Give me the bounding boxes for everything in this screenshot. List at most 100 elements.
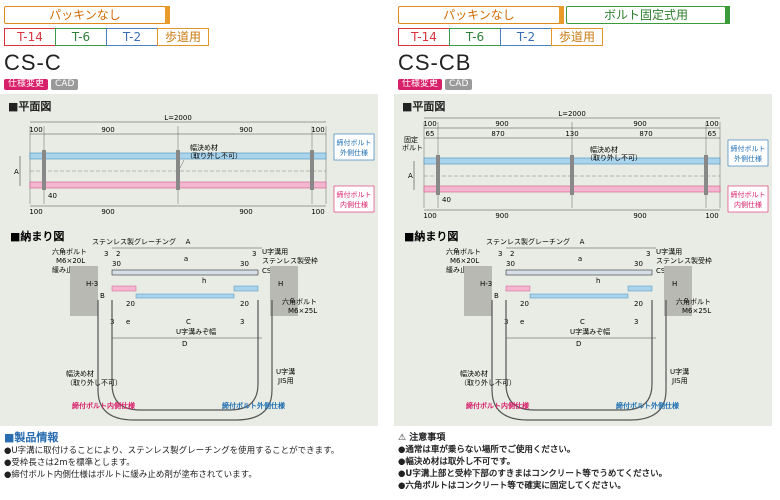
int-label-2: 内側仕様 <box>734 200 762 209</box>
load-t6: T-6 <box>449 28 501 46</box>
sec-n20: 20 <box>126 300 135 308</box>
plan-dim-top-4: 100 <box>705 120 718 128</box>
plan-note-1: 幅決め材 <box>590 145 618 154</box>
sec-n2: 2 <box>116 250 120 258</box>
plan-side-label: A <box>408 172 413 180</box>
sec-dim-c: C <box>580 318 585 326</box>
sec-n2: 2 <box>510 250 514 258</box>
sec-ditch-2: JIS用 <box>671 377 688 385</box>
cad-chip[interactable]: CAD <box>445 79 473 90</box>
product-panel-cs-c: パッキンなし T-14 T-6 T-2 歩道用 CS-C 仕様変更 CAD ■平… <box>0 0 386 500</box>
sec-bolt-2: M6×20L <box>450 257 479 265</box>
sec-width-mat-1: 幅決め材 <box>460 369 488 378</box>
sec-grating-label: ステンレス製グレーチング <box>486 237 570 246</box>
sec-bolt-r2: M6×25L <box>682 307 711 315</box>
sec-n3d: 3 <box>240 318 244 326</box>
sec-dim-a2: a <box>578 255 582 263</box>
product-info-title: ■製品情報 <box>4 431 59 444</box>
plan-side-label: A <box>14 168 19 176</box>
model-name: CS-CB <box>398 50 472 75</box>
sec-dim-d: D <box>576 340 581 348</box>
sec-ditch-1: U字溝 <box>670 367 689 376</box>
warning-icon: ⚠ <box>398 433 407 443</box>
sec-n30a: 30 <box>506 260 515 268</box>
drawing-svg: L=2000 100 900 900 100 A 幅決め材 <box>10 114 375 421</box>
plan-view-title: ■平面図 <box>402 100 446 113</box>
spec-change-chip[interactable]: 仕様変更 <box>4 79 49 90</box>
sec-receiver-1: U字溝用 <box>656 247 682 256</box>
sec-dim-b: B <box>494 292 499 300</box>
sec-bolt-1: 六角ボルト <box>52 247 87 256</box>
sec-n3b: 3 <box>646 250 650 258</box>
ext-label-2: 外側仕様 <box>340 148 368 157</box>
section-view: ■納まり図 ステンレス製グレーチング A a U字溝用 ステンレス製受枠 CS-… <box>10 229 318 421</box>
sec-n3: 3 <box>104 250 108 258</box>
load-t14: T-14 <box>4 28 56 46</box>
plan-dim-bot-2: 900 <box>495 212 508 220</box>
info-line: ●U字溝に取付けることにより、ステンレス製グレーチングを使用することができます。 <box>4 446 340 456</box>
plan-dim-top-1: 100 <box>423 120 436 128</box>
sec-n20: 20 <box>520 300 529 308</box>
sec-dim-e: e <box>126 318 130 326</box>
plan-total-length: L=2000 <box>558 110 586 118</box>
load-t2: T-2 <box>500 28 552 46</box>
plan-view-title: ■平面図 <box>8 100 52 113</box>
sec-dim-c: C <box>186 318 191 326</box>
plan-dim-top-1: 100 <box>29 126 42 134</box>
sec-ext-spec: 締付ボルト外側仕様 <box>222 401 286 410</box>
sec-dim-h: h <box>202 277 206 285</box>
chip-row: 仕様変更 CAD <box>398 79 473 90</box>
cad-chip[interactable]: CAD <box>51 79 79 90</box>
sec-dim-b: B <box>100 292 105 300</box>
plan-note-1: 幅決め材 <box>190 143 218 152</box>
spec-change-chip[interactable]: 仕様変更 <box>398 79 443 90</box>
int-label-1: 締付ボルト <box>337 190 372 199</box>
sec-receiver-2: ステンレス製受枠 <box>262 256 318 265</box>
sec-int-spec: 締付ボルト内側仕様 <box>72 401 136 410</box>
plan-fix-1: 固定 <box>404 135 418 144</box>
caution-notes: ⚠ 注意事項 ●通常は車が乗らない場所でご使用ください。 ●幅決め材は取外し不可… <box>398 432 778 492</box>
sec-width-mat-1: 幅決め材 <box>66 369 94 378</box>
plan-dim-top-4: 100 <box>311 126 324 134</box>
load-class-row: T-14 T-6 T-2 歩道用 <box>4 28 209 46</box>
sec-bolt-r2: M6×25L <box>288 307 317 315</box>
info-line: ●締付ボルト内側仕様はボルトに緩み止め剤が塗布されています。 <box>4 470 257 480</box>
caution-line: ●U字溝上部と受枠下部のすきまはコンクリート等でうめてください。 <box>398 469 668 479</box>
load-t6: T-6 <box>55 28 107 46</box>
sec-dim-a: A <box>186 238 191 246</box>
sec-n20b: 20 <box>240 300 249 308</box>
sec-n3d: 3 <box>634 318 638 326</box>
sec-ditch-2: JIS用 <box>277 377 294 385</box>
sec-receiver-2: ステンレス製受枠 <box>656 256 712 265</box>
plan-dim-bot-4: 100 <box>311 208 324 216</box>
sec-dim-h3: H-3 <box>480 280 492 288</box>
product-info: ■製品情報 ●U字溝に取付けることにより、ステンレス製グレーチングを使用すること… <box>4 432 384 481</box>
caution-header: ⚠ 注意事項 <box>398 432 778 444</box>
plan-dim-bot-1: 100 <box>423 212 436 220</box>
sec-n30b: 30 <box>240 260 249 268</box>
section-view-title: ■納まり図 <box>10 229 64 243</box>
drawing-svg: L=2000 100 900 900 100 65 870 130 870 65… <box>402 110 769 421</box>
sec-inner-width: U字溝みぞ幅 <box>176 327 216 336</box>
sec-n20b: 20 <box>634 300 643 308</box>
sec-width-mat-2: （取り外し不可） <box>460 378 516 387</box>
sec-ext-spec: 締付ボルト外側仕様 <box>616 401 680 410</box>
model-name: CS-C <box>4 50 62 75</box>
plan-dim-top-3: 900 <box>633 120 646 128</box>
sec-bolt-r1: 六角ボルト <box>282 297 317 306</box>
load-class-row: T-14 T-6 T-2 歩道用 <box>398 28 603 46</box>
caution-line: ●通常は車が乗らない場所でご使用ください。 <box>398 445 576 455</box>
tag-no-packing: パッキンなし <box>4 6 170 24</box>
sec-dim-h2: H <box>278 280 283 288</box>
plan-note-2: （取り外し不可） <box>186 151 242 160</box>
load-walkway: 歩道用 <box>157 28 209 46</box>
section-view-title: ■納まり図 <box>404 229 458 243</box>
sec-dim-d: D <box>182 340 187 348</box>
sec-width-mat-2: （取り外し不可） <box>66 378 122 387</box>
sec-dim-h2: H <box>672 280 677 288</box>
plan-dim-small: 40 <box>48 192 57 200</box>
plan-total-length: L=2000 <box>164 114 192 122</box>
sec-ditch-1: U字溝 <box>276 367 295 376</box>
caution-line: ●六角ボルトはコンクリート等で確実に固定してください。 <box>398 481 626 491</box>
sec-inner-width: U字溝みぞ幅 <box>570 327 610 336</box>
